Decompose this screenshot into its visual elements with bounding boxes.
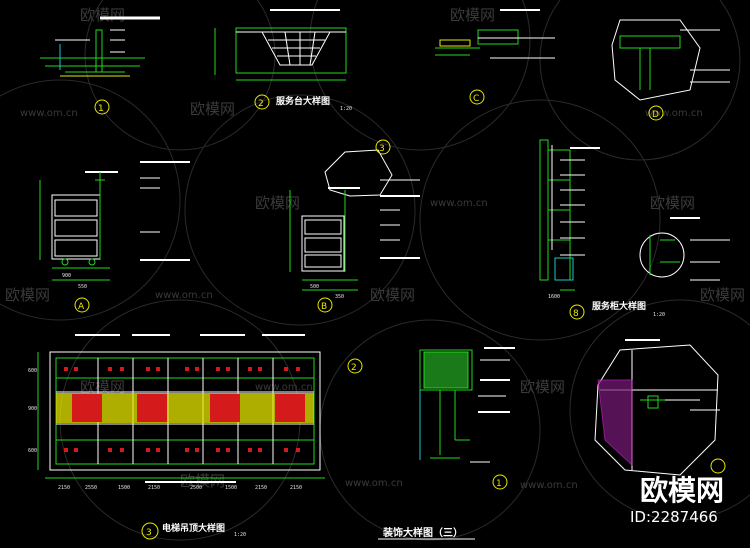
service-cabinet-detail-title: 服务柜大样图 bbox=[592, 300, 646, 312]
service-cabinet-section bbox=[539, 139, 730, 320]
cabinet-a-dim: 550 bbox=[78, 284, 87, 290]
service-counter-elevation bbox=[214, 9, 347, 110]
elevator-ceiling-detail-title: 电梯吊顶大样图 bbox=[162, 522, 225, 534]
detail-d bbox=[611, 19, 730, 121]
sheet-title: 装饰大样图（三） bbox=[382, 526, 463, 539]
marker-2: 2 bbox=[258, 99, 264, 109]
ceiling-dim: 600 bbox=[28, 448, 37, 454]
ceiling-pattern-band bbox=[56, 393, 314, 423]
cabinet-b-dim: 500 bbox=[310, 284, 319, 290]
watermark-texts: 欧模网 欧模网 www.om.cn 欧模网 www.om.cn 欧模网 www.… bbox=[5, 6, 745, 491]
watermark-brand: 欧模网 bbox=[5, 286, 50, 304]
marker-3: 3 bbox=[379, 144, 385, 154]
cabinet-a bbox=[39, 161, 190, 313]
detail-1-top bbox=[40, 16, 160, 115]
watermark-brand: 欧模网 bbox=[190, 100, 235, 118]
cabinet-a-dim: 900 bbox=[62, 273, 71, 279]
ceiling-dim: 2150 bbox=[148, 485, 160, 491]
ceiling-dim: 2150 bbox=[255, 485, 267, 491]
watermark-brand: 欧模网 bbox=[520, 378, 565, 396]
ceiling-dim: 2150 bbox=[58, 485, 70, 491]
watermark-site: www.om.cn bbox=[430, 198, 488, 209]
marker-d: D bbox=[652, 110, 659, 120]
marker-3-ceiling: 3 bbox=[146, 528, 152, 538]
elevator-ceiling-detail-scale: 1:20 bbox=[234, 532, 246, 538]
watermark-brand: 欧模网 bbox=[255, 194, 300, 212]
watermark-site: www.om.cn bbox=[155, 290, 213, 301]
marker-b: B bbox=[321, 302, 327, 312]
watermark-brand: 欧模网 bbox=[650, 194, 695, 212]
watermark-site: www.om.cn bbox=[520, 480, 578, 491]
marker-1: 1 bbox=[98, 104, 104, 114]
ceiling-dim: 600 bbox=[28, 368, 37, 374]
octagon-detail-bottom bbox=[594, 339, 726, 476]
ceiling-dim: 2150 bbox=[290, 485, 302, 491]
wall-section bbox=[419, 347, 515, 490]
service-counter-detail-scale: 1:20 bbox=[340, 106, 352, 112]
watermark-brand: 欧模网 bbox=[700, 286, 745, 304]
marker-2-ceiling: 2 bbox=[351, 363, 357, 373]
brand-logo-id: ID:2287466 bbox=[630, 508, 718, 526]
ceiling-dim: 2500 bbox=[190, 485, 202, 491]
cabinet-c-dim: 1600 bbox=[548, 294, 560, 300]
watermark-site: www.om.cn bbox=[345, 478, 403, 489]
cabinet-b-dim: 350 bbox=[335, 294, 344, 300]
detail-c bbox=[435, 9, 555, 105]
watermark-brand: 欧模网 bbox=[450, 6, 495, 24]
watermark-site: www.om.cn bbox=[20, 108, 78, 119]
service-cabinet-detail-scale: 1:20 bbox=[653, 312, 665, 318]
ceiling-light-dots bbox=[64, 367, 300, 452]
ceiling-dim: 900 bbox=[28, 406, 37, 412]
watermark-brand: 欧模网 bbox=[80, 6, 125, 24]
watermark-site: www.om.cn bbox=[255, 382, 313, 393]
marker-c: C bbox=[473, 94, 479, 104]
watermark-brand: 欧模网 bbox=[370, 286, 415, 304]
ceiling-dim: 1500 bbox=[225, 485, 237, 491]
watermark-site: www.om.cn bbox=[645, 108, 703, 119]
brand-logo-name: 欧模网 bbox=[640, 474, 724, 507]
ceiling-dim-labels: 2150 2550 1500 2150 2500 1500 2150 2150 … bbox=[28, 368, 302, 491]
ceiling-dim: 2550 bbox=[85, 485, 97, 491]
marker-1-wall: 1 bbox=[496, 479, 502, 489]
cabinet-b bbox=[289, 139, 420, 313]
ceiling-dim: 1500 bbox=[118, 485, 130, 491]
elevator-ceiling-plan bbox=[37, 334, 363, 540]
marker-a: A bbox=[78, 302, 85, 312]
service-counter-detail-title: 服务台大样图 bbox=[276, 95, 330, 107]
marker-8: 8 bbox=[573, 309, 579, 319]
brand-logo: 欧模网 ID:2287466 bbox=[630, 474, 724, 526]
